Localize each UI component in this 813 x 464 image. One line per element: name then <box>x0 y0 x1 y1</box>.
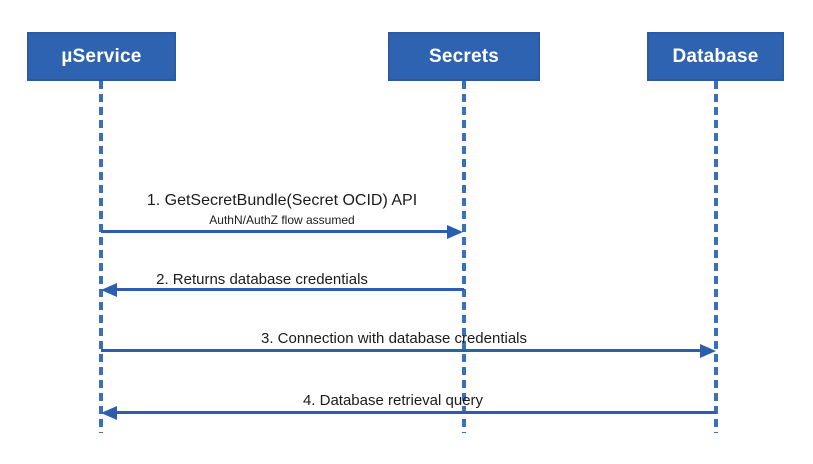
message-1-label: 1. GetSecretBundle(Secret OCID) API <box>146 192 418 209</box>
message-2-label: 2. Returns database credentials <box>156 271 368 288</box>
participant-box-uservice: µService <box>27 32 176 81</box>
message-2-arrow-line <box>117 288 464 291</box>
lifeline-secrets <box>462 81 466 433</box>
participant-label-database: Database <box>672 45 759 67</box>
message-4-arrow-line <box>117 411 716 414</box>
message-3-arrow-line <box>101 349 700 352</box>
participant-label-secrets: Secrets <box>428 45 500 67</box>
message-1-sublabel: AuthN/AuthZ flow assumed <box>209 213 355 227</box>
message-2-arrowhead-icon <box>101 283 117 297</box>
participant-box-database: Database <box>647 32 784 81</box>
participant-box-secrets: Secrets <box>388 32 540 81</box>
lifeline-uservice <box>99 81 103 433</box>
message-4-label: 4. Database retrieval query <box>302 392 484 409</box>
lifeline-database <box>714 81 718 433</box>
message-3-label: 3. Connection with database credentials <box>260 330 528 347</box>
message-1-arrow-line <box>101 230 447 233</box>
participant-label-uservice: µService <box>61 45 142 67</box>
message-1-arrowhead-icon <box>447 225 463 239</box>
message-3-arrowhead-icon <box>700 344 716 358</box>
message-4-arrowhead-icon <box>101 406 117 420</box>
